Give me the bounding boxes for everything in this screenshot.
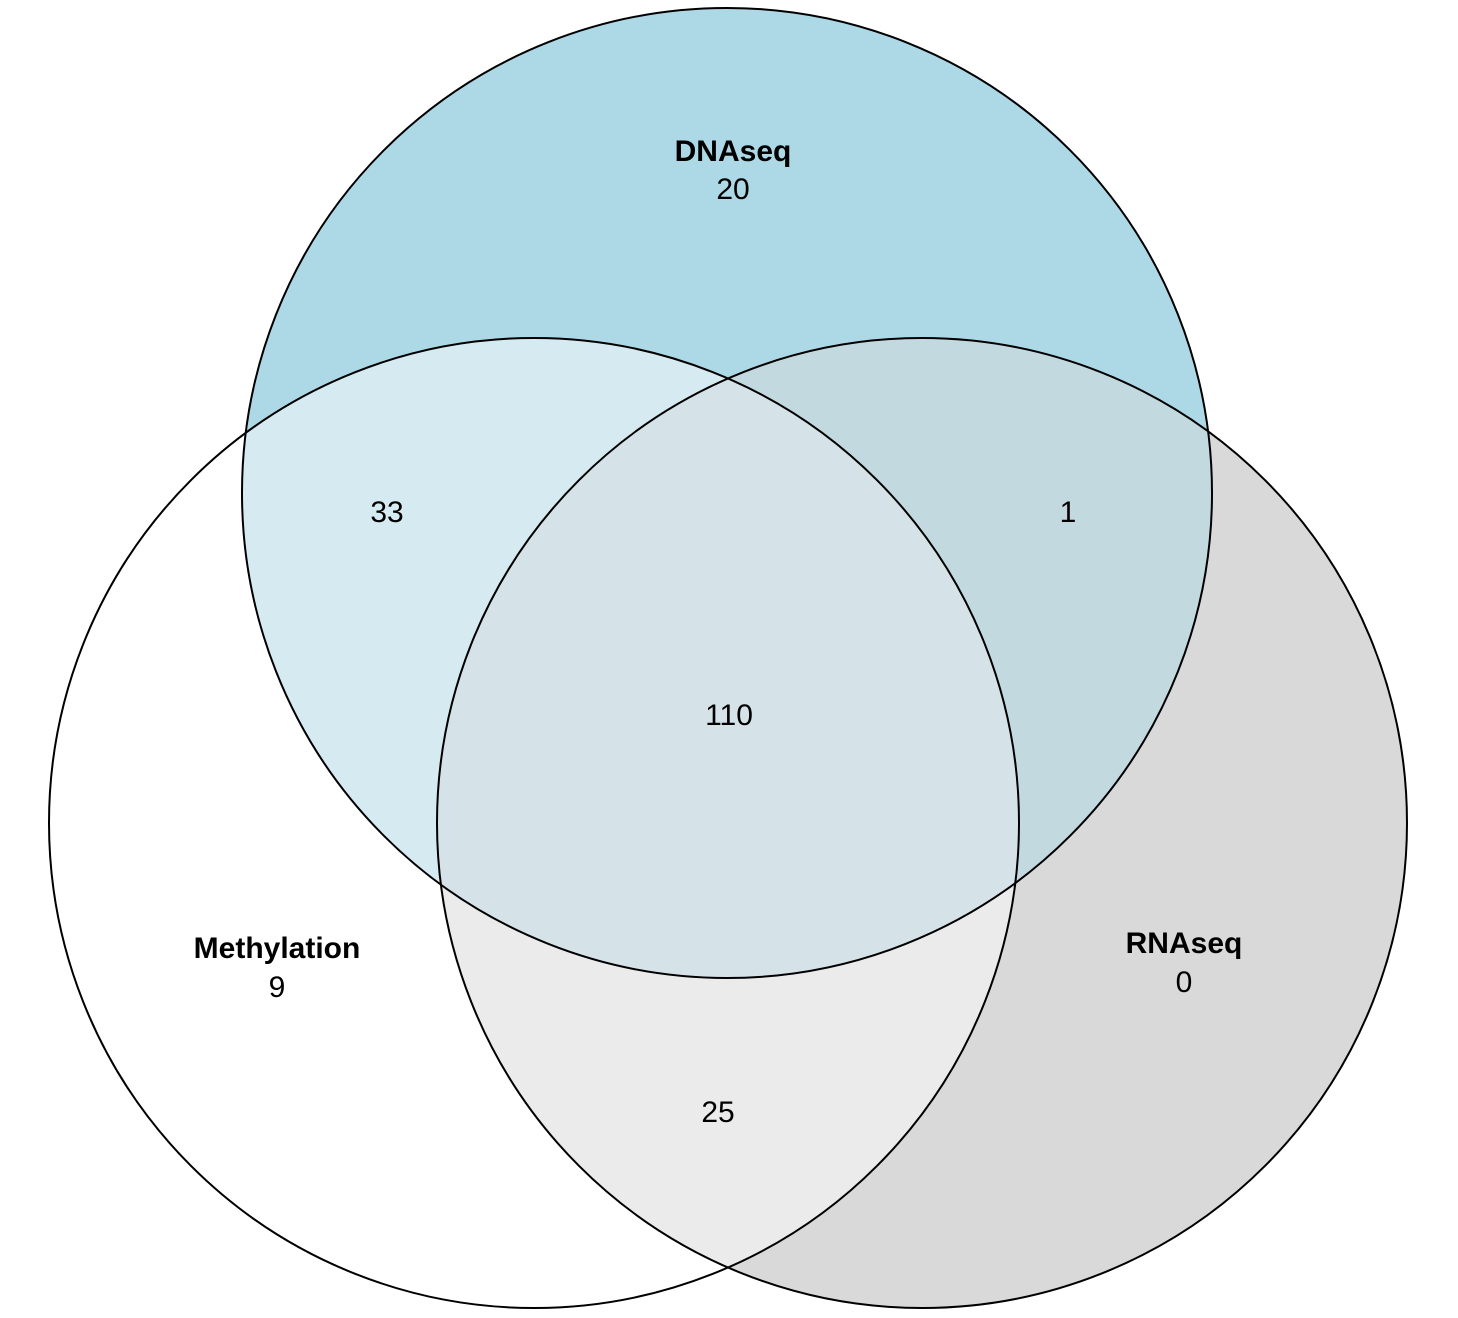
dnaseq-only-count: 20 xyxy=(716,173,749,206)
rnaseq-circle-outline xyxy=(436,337,1408,1309)
rnaseq-set-name: RNAseq xyxy=(1126,927,1243,960)
methylation-circle-outline xyxy=(48,337,1020,1309)
rnaseq-only-count: 0 xyxy=(1176,966,1193,999)
dnaseq-rnaseq-count: 1 xyxy=(1060,496,1077,529)
all-three-count: 110 xyxy=(705,699,753,732)
methylation-set-name: Methylation xyxy=(194,932,361,965)
region-all-three xyxy=(437,338,1019,978)
dnaseq-circle-outline xyxy=(241,7,1213,979)
methylation-only-count: 9 xyxy=(269,971,286,1004)
methylation-rnaseq-count: 25 xyxy=(701,1096,734,1129)
dnaseq-set-name: DNAseq xyxy=(675,135,792,168)
dnaseq-methylation-count: 33 xyxy=(370,496,403,529)
